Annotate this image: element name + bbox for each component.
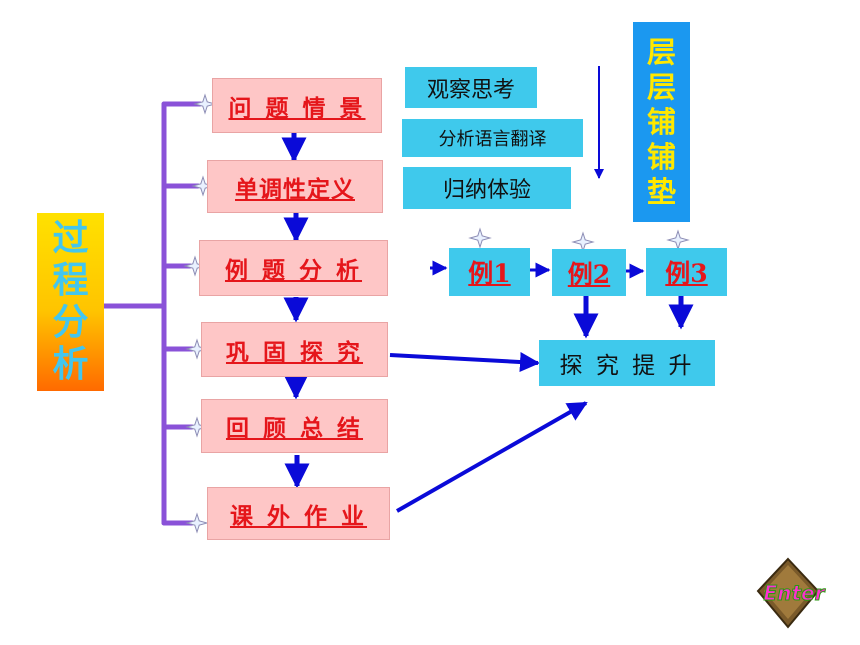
example-2-box[interactable]: 例2 [552,249,626,296]
step-monotonicity-definition[interactable]: 单调性定义 [207,160,383,213]
tree-spine [101,101,203,526]
step-example-analysis[interactable]: 例 题 分 析 [199,240,388,296]
example-1-box[interactable]: 例1 [449,248,530,296]
enter-button[interactable]: Enter [756,557,842,629]
step-label[interactable]: 问 题 情 景 [228,94,366,122]
step-label[interactable]: 例 题 分 析 [224,257,363,284]
explore-improve-box: 探 究 提 升 [539,340,715,386]
progression-char: 层 [646,69,676,104]
example-2-link[interactable]: 例2 [567,259,611,289]
activity-language-translation: 分析语言翻译 [402,119,583,157]
root-label-char: 程 [52,260,89,301]
explore-arrows [389,352,588,513]
step-label[interactable]: 巩 固 探 究 [225,338,364,366]
progression-banner: 层 层 铺 铺 垫 [633,22,690,222]
enter-label[interactable]: Enter [763,581,826,606]
step-consolidate-explore[interactable]: 巩 固 探 究 [201,322,388,377]
example-chain-arrows [430,260,645,279]
root-node-process-analysis: 过程分析 [37,213,104,391]
activity-label: 分析语言翻译 [438,129,547,150]
activity-label: 归纳体验 [442,178,531,203]
step-homework[interactable]: 课 外 作 业 [207,487,390,540]
progression-char: 垫 [646,174,676,209]
activity-observe-think: 观察思考 [405,67,537,108]
flow-arrows [281,133,310,489]
root-label-char: 过 [52,218,89,259]
explore-label: 探 究 提 升 [559,353,695,379]
step-review-summary[interactable]: 回 顾 总 结 [201,399,388,453]
example-1-link[interactable]: 例1 [468,259,511,288]
step-problem-situation[interactable]: 问 题 情 景 [212,78,382,133]
example-3-box[interactable]: 例3 [646,248,727,296]
progression-char: 铺 [646,104,676,139]
activity-induction-experience: 归纳体验 [403,167,571,209]
root-label: 过程分析 [52,218,88,386]
step-label[interactable]: 单调性定义 [235,175,355,203]
step-label[interactable]: 回 顾 总 结 [225,415,364,442]
activity-label: 观察思考 [426,77,515,103]
step-label[interactable]: 课 外 作 业 [229,502,368,530]
progression-char: 铺 [646,139,676,174]
example-down-arrows [573,296,694,339]
example-3-link[interactable]: 例3 [665,259,708,288]
enter-diamond-face [764,565,812,619]
progression-char: 层 [646,34,676,69]
root-label-char: 分 [52,302,89,343]
root-label-char: 析 [52,344,89,385]
